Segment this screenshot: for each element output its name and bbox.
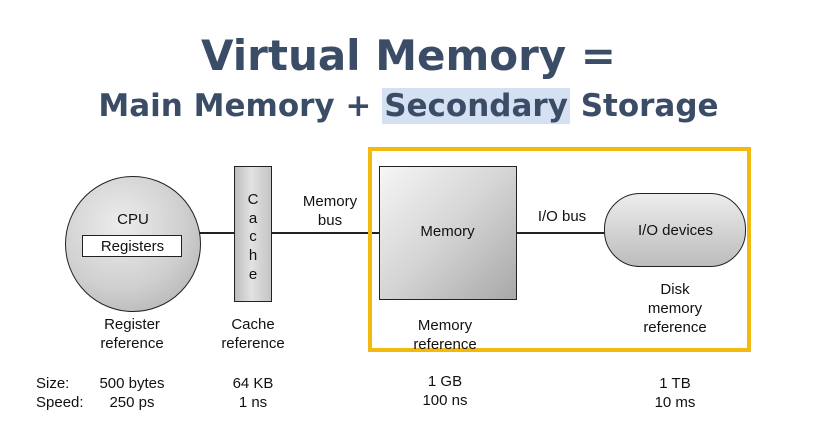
register-reference-line1: Register <box>104 316 160 333</box>
cache-size: 64 KB <box>232 375 274 392</box>
memory-label: Memory <box>420 223 475 240</box>
registers-box <box>82 235 182 257</box>
slide-title: Virtual Memory = <box>200 31 617 80</box>
register-speed: 250 ps <box>109 394 155 411</box>
cache-letter: c <box>249 228 257 245</box>
register-size: 500 bytes <box>99 375 165 392</box>
cache-letter: a <box>248 210 258 227</box>
cache-letter: C <box>247 191 259 208</box>
cache-letter: e <box>248 266 258 283</box>
subtitle-prefix: Main Memory + <box>98 88 383 124</box>
disk-reference-line1: Disk <box>660 281 690 298</box>
io-devices-label: I/O devices <box>637 222 714 239</box>
disk-speed: 10 ms <box>654 394 696 411</box>
disk-reference-line2: memory <box>647 300 703 317</box>
memory-bus <box>271 232 379 234</box>
memory-speed: 100 ns <box>422 392 468 409</box>
memory-bus-label-line1: Memory <box>302 193 358 210</box>
memory-box <box>379 166 517 300</box>
disk-reference-line3: reference <box>643 319 707 336</box>
memory-bus-label-line2: bus <box>317 212 343 229</box>
slide-subtitle: Main Memory + Secondary Storage <box>0 86 817 126</box>
register-reference-line2: reference <box>100 335 164 352</box>
subtitle-suffix: Storage <box>569 88 719 124</box>
io-devices-box <box>604 193 746 267</box>
cache-letter: h <box>248 247 258 264</box>
disk-size: 1 TB <box>659 375 691 392</box>
subtitle-highlight: Secondary <box>382 88 570 124</box>
io-bus <box>516 232 604 234</box>
speed-row-label: Speed: <box>36 394 84 411</box>
memory-reference-line2: reference <box>413 336 477 353</box>
size-row-label: Size: <box>36 375 70 392</box>
cache-reference-line1: Cache <box>231 316 275 333</box>
cache-box <box>234 166 272 302</box>
memory-size: 1 GB <box>427 373 463 390</box>
memory-reference-line1: Memory <box>417 317 473 334</box>
registers-label: Registers <box>100 238 165 255</box>
cache-reference-line2: reference <box>221 335 285 352</box>
cpu-label: CPU <box>117 211 149 228</box>
cache-speed: 1 ns <box>238 394 268 411</box>
io-bus-label: I/O bus <box>537 208 587 225</box>
cpu-cache-bus <box>199 232 234 234</box>
virtual-memory-highlight-frame <box>368 147 751 352</box>
